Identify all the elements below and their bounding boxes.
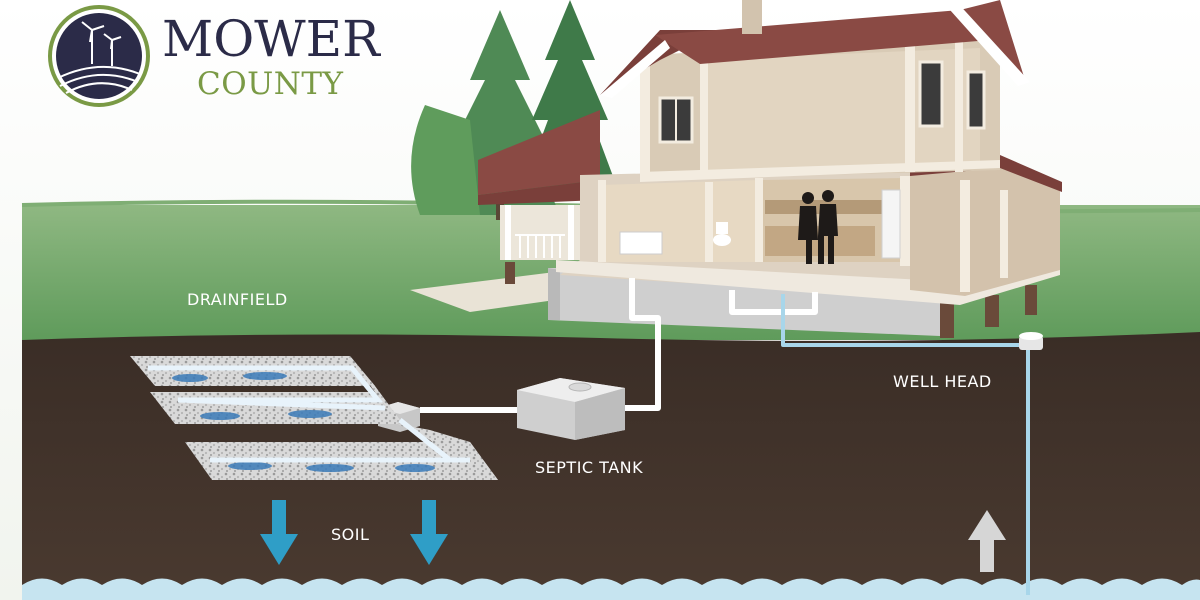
county-logo-icon bbox=[50, 7, 148, 105]
septic-tank bbox=[517, 378, 625, 440]
label-soil: SOIL bbox=[331, 525, 369, 544]
brand-subtitle: COUNTY bbox=[197, 66, 344, 102]
label-septic-tank: SEPTIC TANK bbox=[535, 458, 643, 477]
label-well-head: WELL HEAD bbox=[893, 372, 992, 391]
well-head bbox=[1019, 332, 1043, 350]
label-drainfield: DRAINFIELD bbox=[187, 290, 288, 309]
brand-name: MOWER bbox=[162, 10, 380, 68]
